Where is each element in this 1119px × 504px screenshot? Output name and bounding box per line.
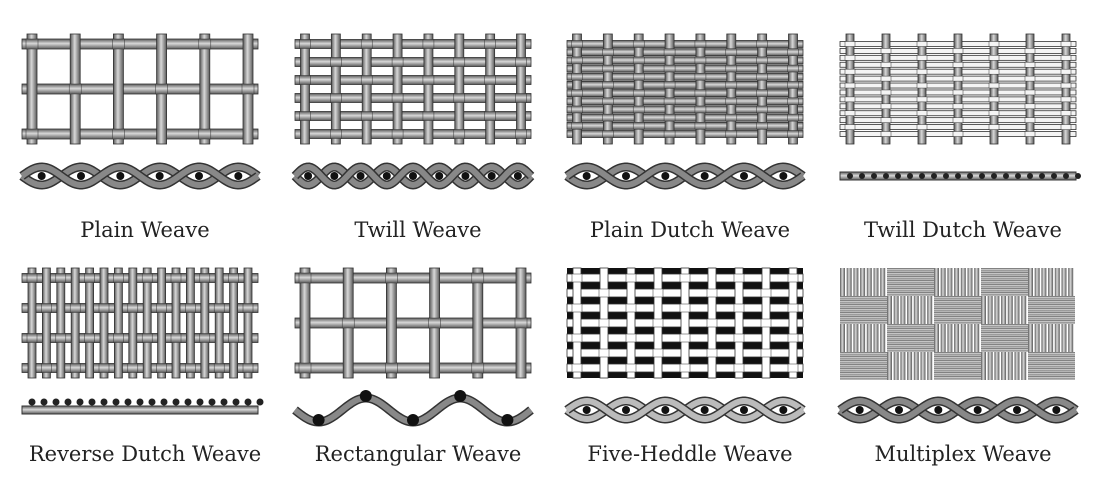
weave-illustration bbox=[837, 268, 1079, 424]
weave-illustration bbox=[21, 267, 264, 415]
weave-illustration bbox=[292, 267, 534, 427]
cross-section bbox=[292, 390, 534, 427]
weave-label: Multiplex Weave bbox=[874, 442, 1052, 466]
weave-illustration bbox=[564, 267, 806, 424]
weave-label: Plain Weave bbox=[80, 218, 210, 242]
weave-five-heddle-weave: Five-Heddle Weave bbox=[555, 262, 825, 466]
weave-twill-dutch-weave: Twill Dutch Weave bbox=[828, 28, 1098, 242]
cross-section bbox=[564, 396, 806, 424]
weave-label: Plain Dutch Weave bbox=[589, 218, 791, 242]
weave-twill-weave: Twill Weave bbox=[283, 28, 553, 242]
weave-label: Five-Heddle Weave bbox=[587, 442, 793, 466]
weave-multiplex-weave: Multiplex Weave bbox=[828, 262, 1098, 466]
weave-label: Twill Dutch Weave bbox=[864, 218, 1062, 242]
cross-section bbox=[291, 162, 535, 190]
weave-illustration bbox=[19, 33, 261, 190]
weave-label: Twill Weave bbox=[354, 218, 482, 242]
weave-illustration bbox=[839, 33, 1081, 181]
cross-section bbox=[564, 162, 806, 190]
weave-illustration bbox=[564, 33, 806, 190]
cross-section bbox=[19, 162, 261, 190]
weave-label: Rectangular Weave bbox=[314, 442, 522, 466]
weave-plain-weave: Plain Weave bbox=[10, 28, 280, 242]
weave-illustration bbox=[291, 33, 535, 190]
weave-label: Reverse Dutch Weave bbox=[28, 442, 262, 466]
cross-section bbox=[837, 396, 1079, 424]
weave-rectangular-weave: Rectangular Weave bbox=[283, 262, 553, 466]
cross-section bbox=[21, 398, 264, 415]
weave-reverse-dutch-weave: Reverse Dutch Weave bbox=[10, 262, 280, 466]
cross-section bbox=[839, 171, 1081, 181]
weave-plain-dutch-weave: Plain Dutch Weave bbox=[555, 28, 825, 242]
